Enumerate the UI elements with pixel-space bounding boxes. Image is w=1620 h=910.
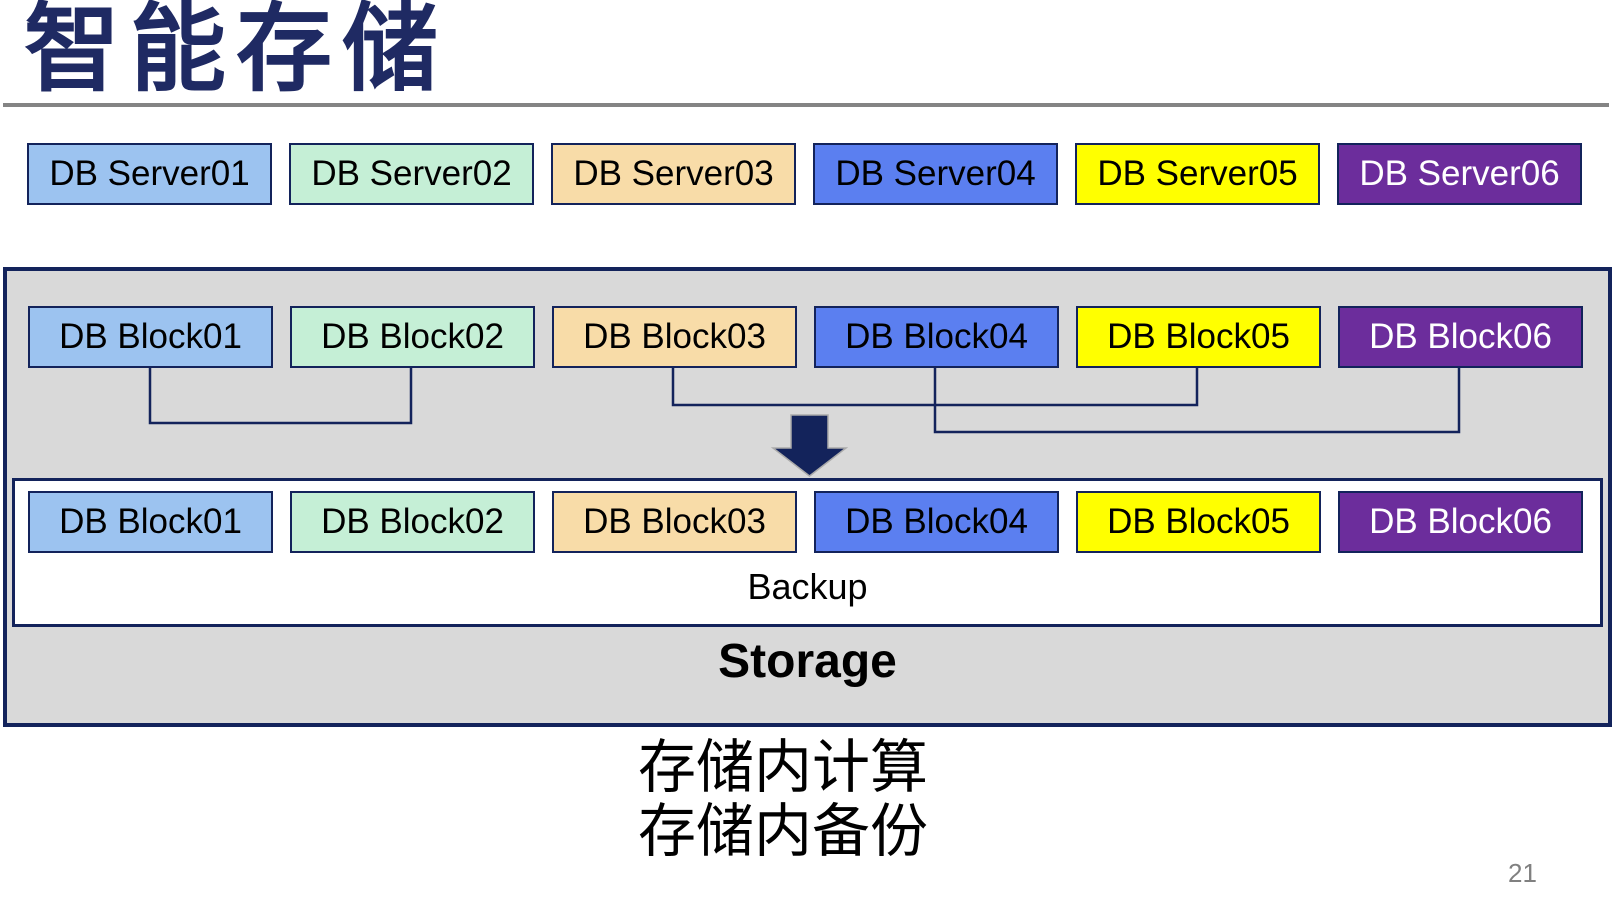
backup-db-block03-box: DB Block03 [552, 491, 797, 553]
db-server02-box: DB Server02 [289, 143, 534, 205]
db-server01-box: DB Server01 [27, 143, 272, 205]
backup-db-block02-box: DB Block02 [290, 491, 535, 553]
db-block-row-bottom: DB Block01 DB Block02 DB Block03 DB Bloc… [28, 491, 1583, 553]
db-block-row-top: DB Block01 DB Block02 DB Block03 DB Bloc… [28, 306, 1583, 368]
backup-box [12, 478, 1603, 627]
backup-db-block01-box: DB Block01 [28, 491, 273, 553]
db-server03-box: DB Server03 [551, 143, 796, 205]
db-server04-box: DB Server04 [813, 143, 1058, 205]
caption-text: 存储内计算 存储内备份 [0, 736, 1566, 864]
storage-label: Storage [718, 635, 897, 688]
top-db-block03-box: DB Block03 [552, 306, 797, 368]
caption-line1: 存储内计算 [637, 735, 928, 800]
top-db-block04-box: DB Block04 [814, 306, 1059, 368]
slide-title: 智能存储 [24, 0, 448, 103]
caption-line2: 存储内备份 [637, 799, 928, 864]
backup-label: Backup [747, 566, 868, 607]
top-db-block01-box: DB Block01 [28, 306, 273, 368]
db-server06-box: DB Server06 [1337, 143, 1582, 205]
top-db-block06-box: DB Block06 [1338, 306, 1583, 368]
top-db-block05-box: DB Block05 [1076, 306, 1321, 368]
page-number: 21 [1508, 858, 1537, 888]
backup-db-block05-box: DB Block05 [1076, 491, 1321, 553]
backup-db-block06-box: DB Block06 [1338, 491, 1583, 553]
db-server-row: DB Server01 DB Server02 DB Server03 DB S… [27, 143, 1582, 205]
title-underline [3, 103, 1609, 107]
top-db-block02-box: DB Block02 [290, 306, 535, 368]
backup-db-block04-box: DB Block04 [814, 491, 1059, 553]
db-server05-box: DB Server05 [1075, 143, 1320, 205]
